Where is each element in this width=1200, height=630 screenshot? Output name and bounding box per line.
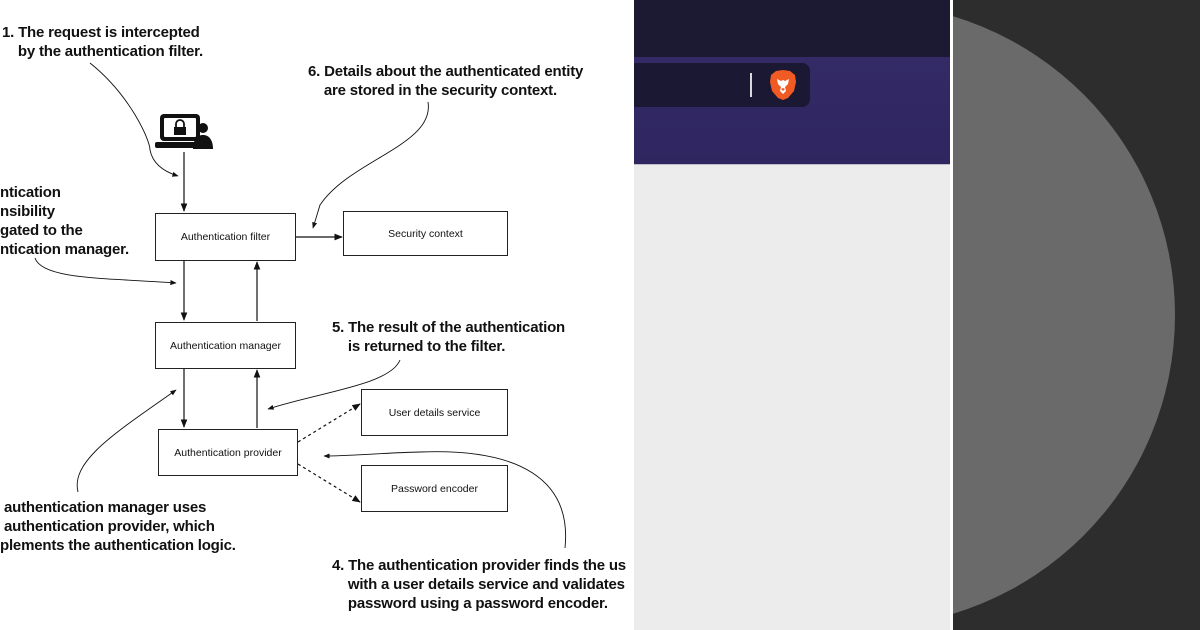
user-details-service-label: User details service (388, 406, 481, 419)
authentication-manager-label: Authentication manager (170, 339, 281, 352)
note-step6: 6. Details about the authenticated entit… (308, 63, 584, 99)
address-bar-separator (750, 73, 752, 97)
authentication-filter-box: Authentication filter (155, 213, 296, 261)
security-context-label: Security context (388, 227, 463, 240)
callout-step2 (34, 257, 177, 286)
authentication-provider-box: Authentication provider (158, 429, 298, 476)
note-step4: 4. The authentication provider finds the… (332, 557, 626, 612)
laptop-lock-user-icon (155, 114, 213, 149)
callout-step5 (267, 359, 401, 410)
note-step1: 1. The request is intercepted by the aut… (2, 24, 203, 60)
arrow-provider-to-password-encoder (297, 463, 361, 503)
decorative-circle (953, 16, 1175, 614)
toolbar-divider (634, 164, 950, 165)
authentication-provider-label: Authentication provider (174, 446, 282, 459)
panel-gutter (950, 0, 953, 630)
authentication-filter-label: Authentication filter (180, 231, 271, 243)
callout-step4 (323, 451, 567, 549)
callout-step6 (312, 101, 429, 229)
password-encoder-box: Password encoder (361, 465, 508, 512)
decorative-panel (953, 0, 1200, 630)
brave-lion-icon[interactable] (768, 69, 798, 101)
auth-flow-diagram: Authentication filter Security context A… (0, 24, 627, 612)
password-encoder-label: Password encoder (391, 482, 478, 495)
page-content-area (634, 165, 950, 630)
security-context-box: Security context (343, 211, 508, 256)
note-step3: authentication manager uses authenticati… (0, 499, 236, 554)
browser-tab-strip (634, 0, 950, 57)
callout-step3 (76, 389, 177, 493)
browser-window (634, 0, 950, 630)
diagram-connectors (34, 62, 567, 549)
note-step5: 5. The result of the authentication is r… (332, 319, 566, 355)
arrow-provider-to-user-details (297, 403, 361, 443)
note-step2: ntication nsibility gated to the nticati… (0, 184, 129, 258)
user-details-service-box: User details service (361, 389, 508, 436)
callout-step1 (89, 62, 179, 177)
authentication-manager-box: Authentication manager (155, 322, 296, 369)
